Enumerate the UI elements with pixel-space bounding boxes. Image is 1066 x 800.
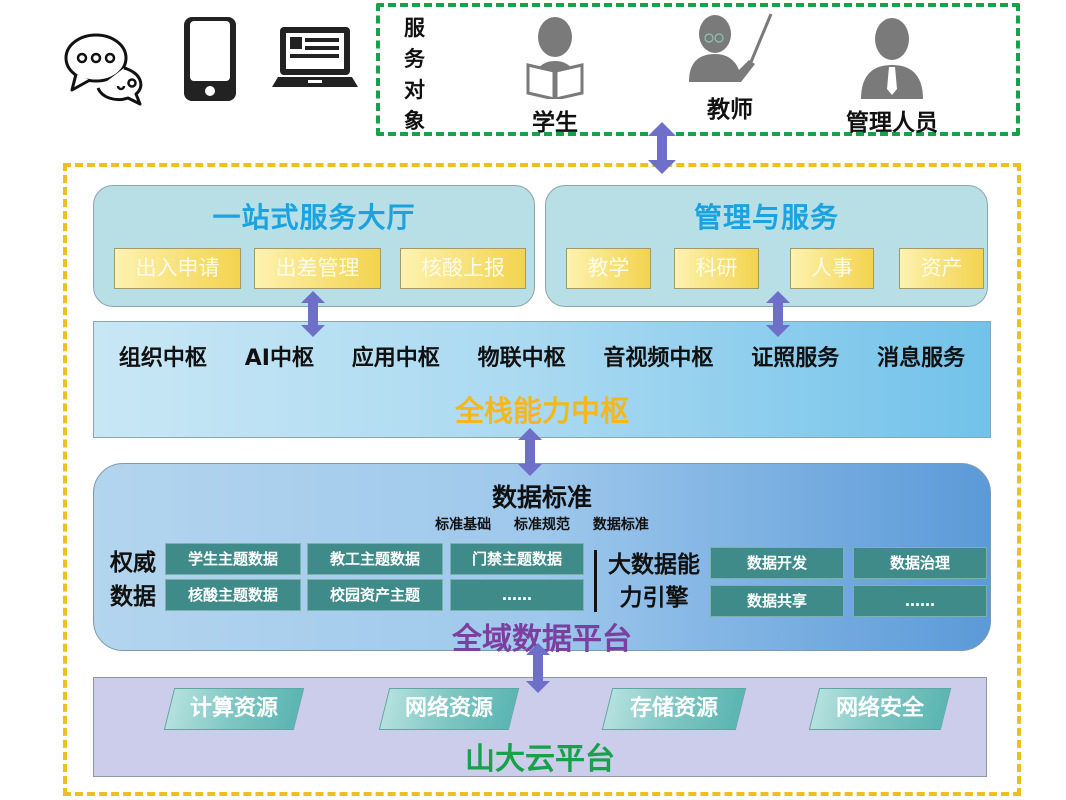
authority-data-label: 权威数据 bbox=[110, 550, 156, 610]
authority-item-student[interactable]: 学生主题数据 bbox=[165, 543, 301, 575]
mgmt-item-teaching[interactable]: 教学 bbox=[566, 248, 651, 289]
authority-item-campus-assets[interactable]: 校园资产主题 bbox=[307, 579, 443, 611]
data-standard-items: 标准基础 标准规范 数据标准 bbox=[94, 514, 990, 534]
double-arrow-icon bbox=[301, 291, 325, 337]
person-label: 教师 bbox=[707, 97, 753, 123]
person-manager: 管理人员 bbox=[846, 15, 938, 137]
data-platform-panel: 数据标准 标准基础 标准规范 数据标准 权威数据 学生主题数据 教工主题数据 门… bbox=[93, 463, 991, 657]
double-arrow-icon bbox=[526, 643, 550, 693]
engine-item-governance[interactable]: 数据治理 bbox=[853, 547, 987, 579]
cloud-item-compute[interactable]: 计算资源 bbox=[163, 688, 305, 730]
hub-item: 证照服务 bbox=[751, 346, 840, 371]
authority-item-more[interactable]: …… bbox=[450, 579, 584, 611]
full-stack-hub-panel: 组织中枢 AI中枢 应用中枢 物联中枢 音视频中枢 证照服务 消息服务 全栈能力… bbox=[93, 321, 991, 438]
service-targets-box: 服务对象 学生 教师 管理人员 bbox=[376, 3, 1020, 136]
one-stop-hall-title: 一站式服务大厅 bbox=[212, 201, 416, 234]
big-data-engine-label: 大数据能力引擎 bbox=[608, 552, 700, 611]
standard-item: 数据标准 bbox=[592, 517, 649, 533]
laptop-icon bbox=[272, 25, 358, 95]
authority-item-nucleic-acid[interactable]: 核酸主题数据 bbox=[165, 579, 301, 611]
platform-outer-box bbox=[63, 163, 1021, 796]
smartphone-icon bbox=[182, 15, 238, 107]
cloud-item-label: 网络安全 bbox=[835, 696, 924, 721]
hub-item: 消息服务 bbox=[877, 346, 966, 371]
student-reading-icon bbox=[526, 17, 584, 101]
management-service-title: 管理与服务 bbox=[693, 201, 839, 234]
double-arrow-icon bbox=[648, 122, 676, 174]
mgmt-item-research[interactable]: 科研 bbox=[674, 248, 759, 289]
hub-items: 组织中枢 AI中枢 应用中枢 物联中枢 音视频中枢 证照服务 消息服务 bbox=[94, 340, 990, 372]
double-arrow-icon bbox=[766, 291, 790, 337]
one-stop-hall-panel: 一站式服务大厅 出入申请 出差管理 核酸上报 bbox=[93, 185, 535, 307]
mgmt-item-assets[interactable]: 资产 bbox=[899, 248, 984, 289]
cloud-item-label: 网络资源 bbox=[404, 696, 493, 721]
data-standard-title: 数据标准 bbox=[491, 483, 592, 512]
hall-item-entry-application[interactable]: 出入申请 bbox=[114, 248, 241, 289]
cloud-platform-title: 山大云平台 bbox=[465, 742, 615, 777]
hall-item-nucleic-acid-report[interactable]: 核酸上报 bbox=[400, 248, 526, 289]
hub-item: 应用中枢 bbox=[351, 346, 440, 371]
management-service-panel: 管理与服务 教学 科研 人事 资产 bbox=[545, 185, 988, 307]
authority-item-access-control[interactable]: 门禁主题数据 bbox=[450, 543, 584, 575]
cloud-item-label: 计算资源 bbox=[189, 696, 278, 721]
engine-item-development[interactable]: 数据开发 bbox=[710, 547, 844, 579]
engine-item-sharing[interactable]: 数据共享 bbox=[710, 585, 844, 617]
authority-item-staff[interactable]: 教工主题数据 bbox=[307, 543, 443, 575]
chat-bubbles-icon bbox=[62, 28, 152, 110]
mgmt-item-personnel[interactable]: 人事 bbox=[790, 248, 874, 289]
double-arrow-icon bbox=[518, 428, 542, 476]
standard-item: 标准基础 bbox=[435, 517, 492, 533]
teacher-pointer-icon bbox=[689, 13, 773, 82]
cloud-item-security[interactable]: 网络安全 bbox=[808, 688, 952, 730]
person-student: 学生 bbox=[520, 15, 590, 137]
hall-item-business-trip[interactable]: 出差管理 bbox=[254, 248, 381, 289]
cloud-platform-panel: 计算资源 网络资源 存储资源 网络安全 山大云平台 bbox=[93, 677, 987, 777]
engine-item-more[interactable]: …… bbox=[853, 585, 987, 617]
person-label: 学生 bbox=[532, 110, 578, 136]
hub-item: 音视频中枢 bbox=[603, 346, 714, 371]
full-stack-hub-title: 全栈能力中枢 bbox=[454, 394, 629, 428]
hub-item: AI中枢 bbox=[244, 346, 314, 371]
hub-item: 物联中枢 bbox=[477, 346, 566, 371]
cloud-item-storage[interactable]: 存储资源 bbox=[601, 688, 747, 730]
person-teacher: 教师 bbox=[685, 12, 775, 124]
hub-item: 组织中枢 bbox=[118, 346, 207, 371]
standard-item: 标准规范 bbox=[514, 517, 570, 533]
cloud-item-label: 存储资源 bbox=[629, 696, 718, 721]
divider bbox=[594, 550, 597, 612]
manager-tie-icon bbox=[861, 18, 923, 99]
service-targets-title: 服务对象 bbox=[404, 16, 425, 133]
cloud-item-network[interactable]: 网络资源 bbox=[378, 688, 520, 730]
person-label: 管理人员 bbox=[846, 110, 938, 136]
